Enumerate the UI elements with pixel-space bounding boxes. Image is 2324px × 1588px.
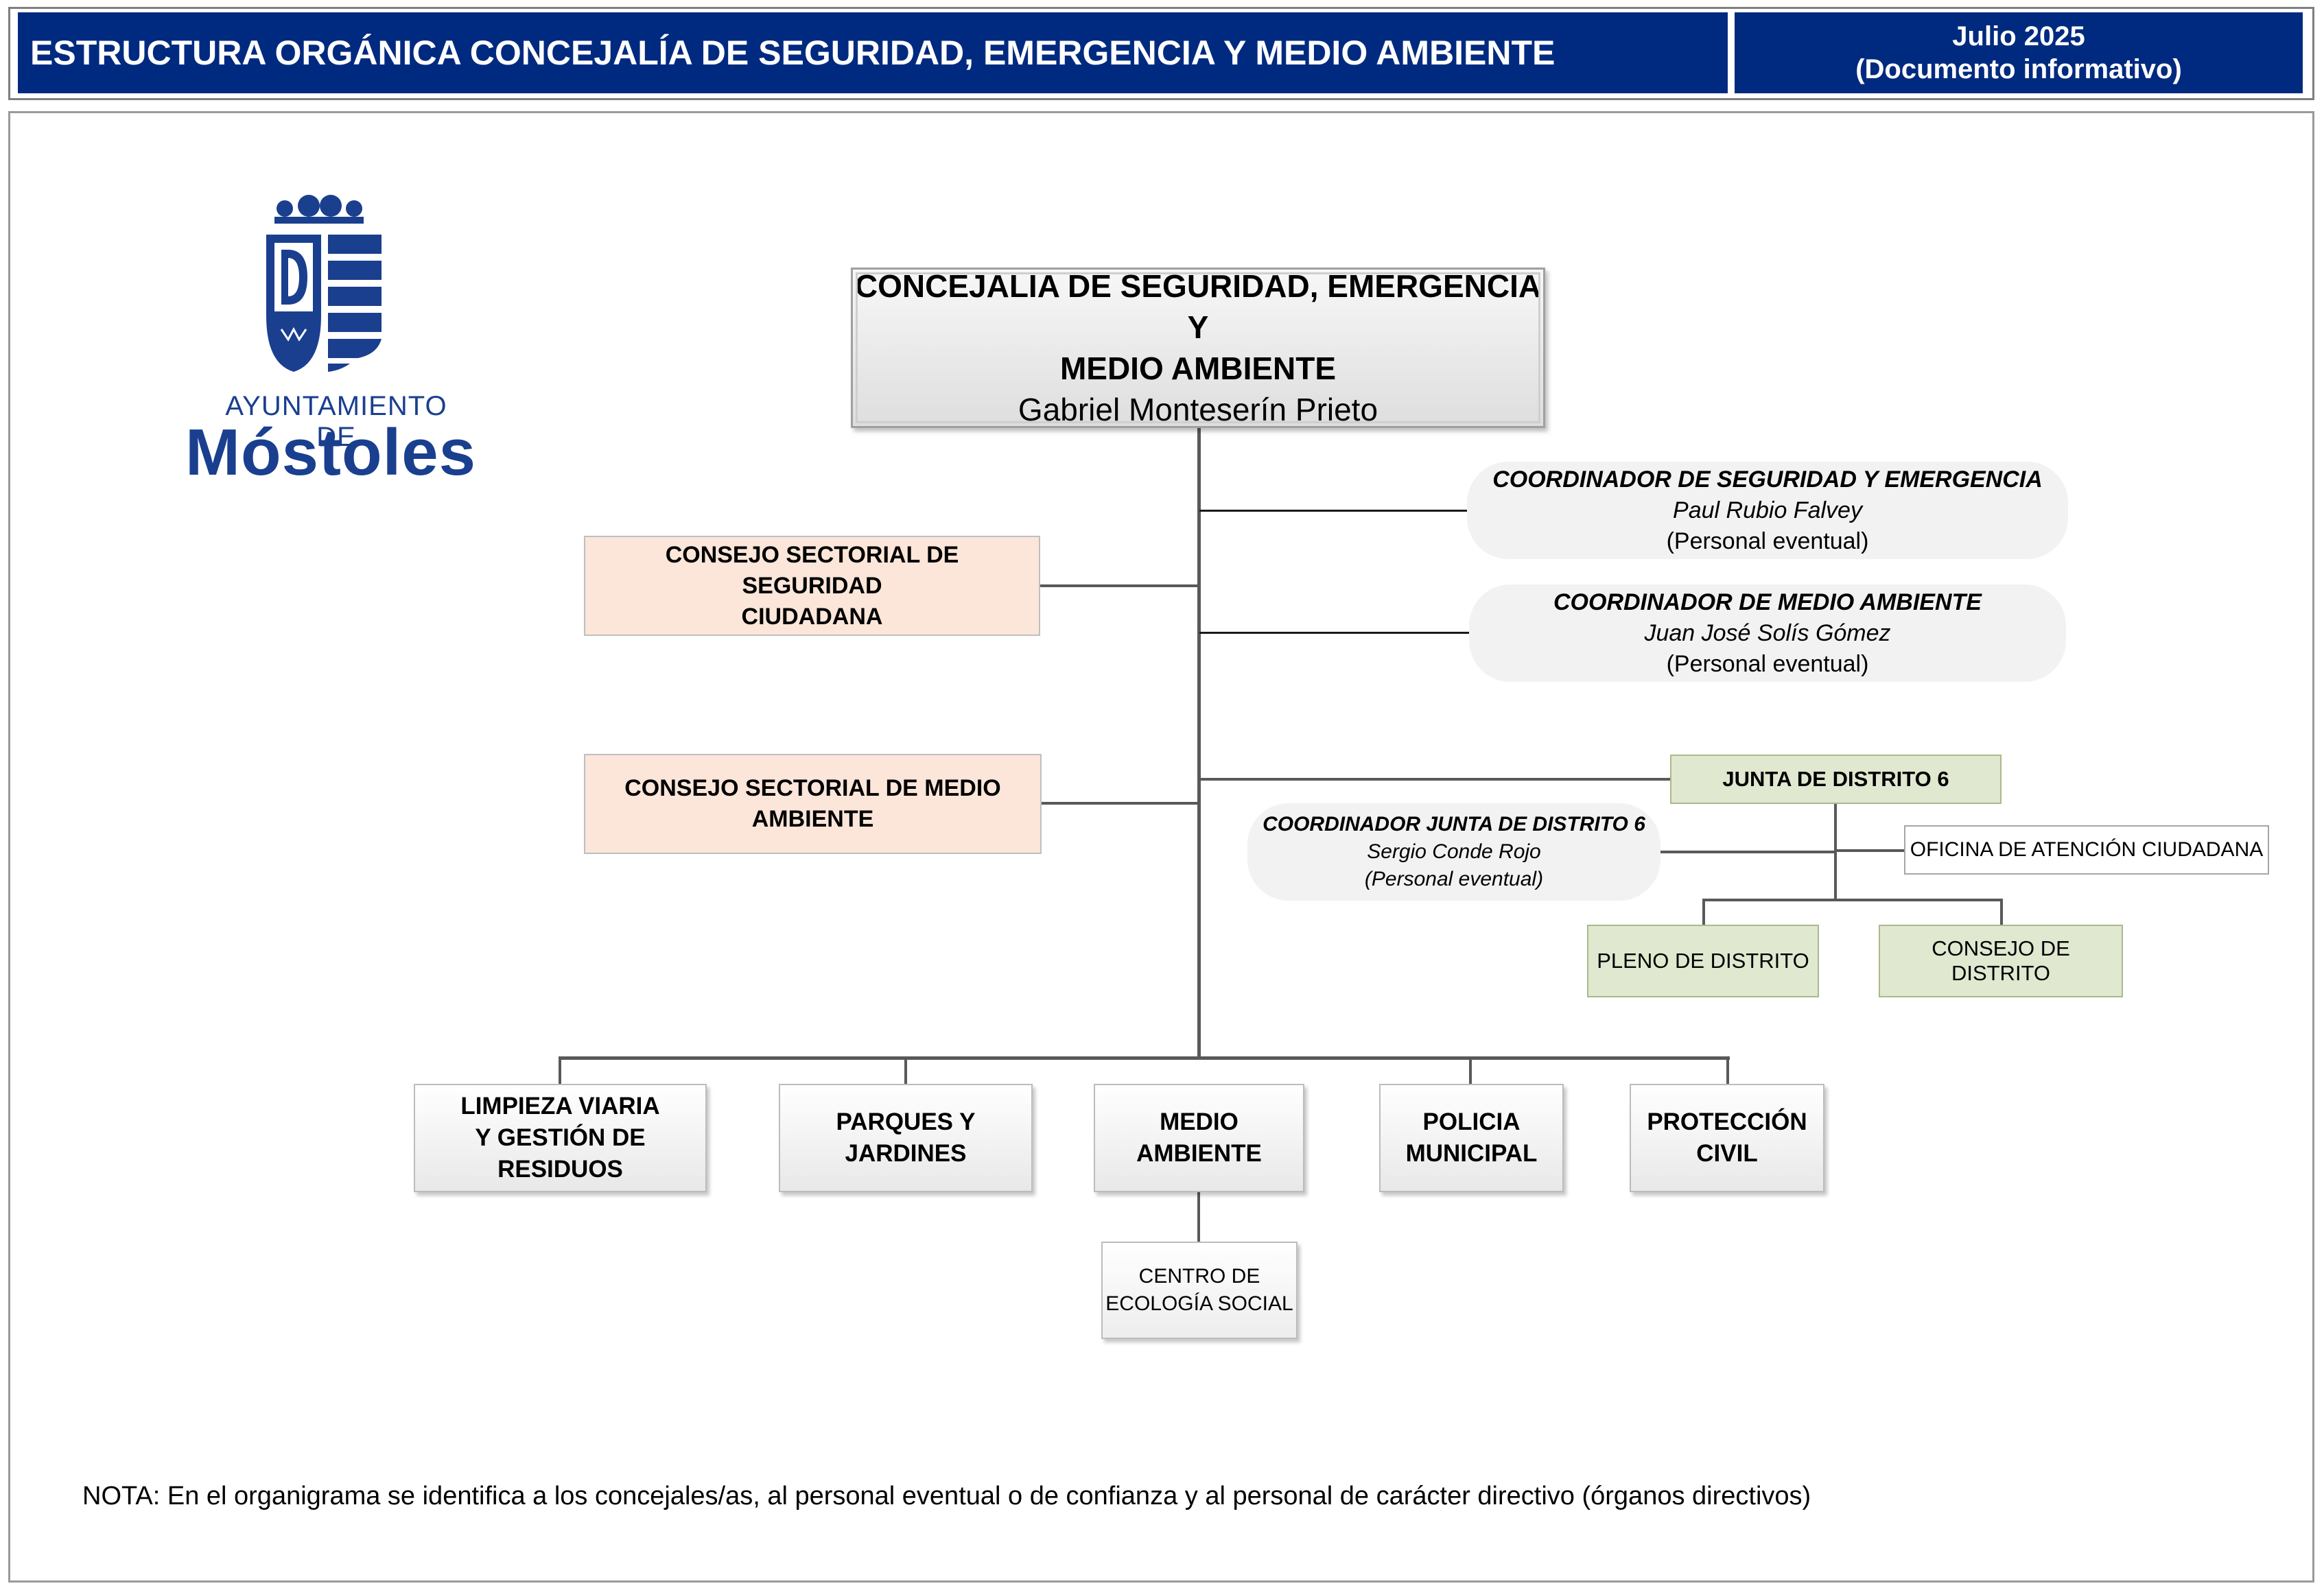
logo-line-2: Móstoles	[185, 416, 477, 489]
coord-medio-title: COORDINADOR DE MEDIO AMBIENTE	[1553, 589, 1982, 615]
consejo-medio-box: CONSEJO SECTORIAL DE MEDIO AMBIENTE	[584, 754, 1042, 854]
connector-junta	[1199, 778, 1670, 781]
consejo-seguridad-line-1: CONSEJO SECTORIAL DE SEGURIDAD	[665, 541, 959, 599]
connector-coord-junta	[1660, 851, 1835, 853]
page-title: ESTRUCTURA ORGÁNICA CONCEJALÍA DE SEGURI…	[18, 12, 1728, 93]
junta-distrito-label: JUNTA DE DISTRITO 6	[1722, 767, 1949, 791]
junta-children-bar	[1702, 899, 2003, 901]
connector-pleno	[1702, 899, 1705, 925]
coord-junta-note: (Personal eventual)	[1364, 868, 1544, 890]
connector-coord-seguridad	[1199, 510, 1467, 512]
coord-medio-box: COORDINADOR DE MEDIO AMBIENTE Juan José …	[1469, 584, 2066, 682]
connector-oficina	[1835, 849, 1904, 852]
medio-ambiente-label: MEDIO AMBIENTE	[1136, 1109, 1262, 1167]
logo-line-1: AYUNTAMIENTO DE	[225, 391, 447, 452]
parques-box: PARQUES Y JARDINES	[779, 1084, 1033, 1192]
date-line-1: Julio 2025	[1952, 21, 2085, 51]
coord-seguridad-person: Paul Rubio Falvey	[1673, 497, 1862, 523]
policia-box: POLICIA MUNICIPAL	[1379, 1084, 1564, 1192]
coord-medio-person: Juan José Solís Gómez	[1644, 619, 1891, 646]
junta-distrito-box: JUNTA DE DISTRITO 6	[1670, 755, 2002, 804]
connector-consejo-distrito	[2000, 899, 2003, 925]
coord-medio-note: (Personal eventual)	[1666, 650, 1869, 677]
consejo-seguridad-box: CONSEJO SECTORIAL DE SEGURIDAD CIUDADANA	[584, 536, 1040, 636]
oficina-box: OFICINA DE ATENCIÓN CIUDADANA	[1904, 825, 2269, 875]
connector-consejo-medio	[1040, 802, 1199, 805]
connector-proteccion	[1726, 1056, 1729, 1084]
connector-consejo-seguridad	[1039, 584, 1199, 587]
connector-coord-medio	[1199, 632, 1469, 634]
coord-seguridad-note: (Personal eventual)	[1666, 528, 1869, 554]
connector-parques	[904, 1056, 907, 1084]
mostoles-logo	[266, 195, 382, 372]
centro-line-1: CENTRO DE	[1138, 1265, 1260, 1288]
limpieza-line-2: Y GESTIÓN DE RESIDUOS	[475, 1124, 646, 1183]
coord-seguridad-box: COORDINADOR DE SEGURIDAD Y EMERGENCIA Pa…	[1467, 462, 2068, 559]
proteccion-line-1: PROTECCIÓN	[1647, 1109, 1807, 1135]
date-line-2: (Documento informativo)	[1855, 54, 2182, 84]
medio-ambiente-box: MEDIO AMBIENTE	[1094, 1084, 1304, 1192]
policia-line-1: POLICIA	[1422, 1109, 1521, 1135]
limpieza-box: LIMPIEZA VIARIA Y GESTIÓN DE RESIDUOS	[414, 1084, 707, 1192]
footnote: NOTA: En el organigrama se identifica a …	[82, 1482, 1811, 1510]
coord-seguridad-title: COORDINADOR DE SEGURIDAD Y EMERGENCIA	[1492, 466, 2043, 493]
parques-label: PARQUES Y JARDINES	[836, 1109, 976, 1167]
consejo-distrito-label: CONSEJO DE DISTRITO	[1932, 936, 2070, 985]
concejalia-line-2: MEDIO AMBIENTE	[1059, 351, 1337, 386]
pleno-distrito-label: PLENO DE DISTRITO	[1597, 949, 1809, 973]
consejo-seguridad-line-2: CIUDADANA	[741, 603, 883, 630]
pleno-distrito-box: PLENO DE DISTRITO	[1587, 925, 1819, 997]
coord-junta-person: Sergio Conde Rojo	[1367, 840, 1541, 863]
centro-line-2: ECOLOGÍA SOCIAL	[1105, 1292, 1293, 1315]
concejal-name: Gabriel Monteserín Prieto	[1018, 392, 1378, 427]
policia-line-2: MUNICIPAL	[1405, 1140, 1538, 1167]
consejo-distrito-box: CONSEJO DE DISTRITO	[1879, 925, 2123, 997]
limpieza-line-1: LIMPIEZA VIARIA	[460, 1093, 660, 1119]
consejo-medio-line-2: AMBIENTE	[751, 806, 874, 832]
coord-junta-title: COORDINADOR JUNTA DE DISTRITO 6	[1263, 813, 1645, 836]
departments-bar	[559, 1056, 1730, 1060]
connector-centro	[1197, 1192, 1200, 1242]
connector-limpieza	[559, 1056, 561, 1084]
consejo-medio-line-1: CONSEJO SECTORIAL DE MEDIO	[624, 775, 1001, 801]
oficina-label: OFICINA DE ATENCIÓN CIUDADANA	[1910, 838, 2264, 861]
proteccion-box: PROTECCIÓN CIVIL	[1630, 1084, 1824, 1192]
connector-policia	[1469, 1056, 1472, 1084]
main-vertical-line	[1197, 428, 1201, 1059]
coord-junta-box: COORDINADOR JUNTA DE DISTRITO 6 Sergio C…	[1247, 803, 1660, 901]
concejalia-box: CONCEJALIA DE SEGURIDAD, EMERGENCIA Y ME…	[851, 268, 1545, 428]
date-panel: Julio 2025 (Documento informativo)	[1735, 12, 2303, 93]
centro-ecologia-box: CENTRO DE ECOLOGÍA SOCIAL	[1101, 1242, 1298, 1339]
concejalia-line-1: CONCEJALIA DE SEGURIDAD, EMERGENCIA Y	[854, 268, 1542, 345]
proteccion-line-2: CIVIL	[1696, 1140, 1758, 1167]
